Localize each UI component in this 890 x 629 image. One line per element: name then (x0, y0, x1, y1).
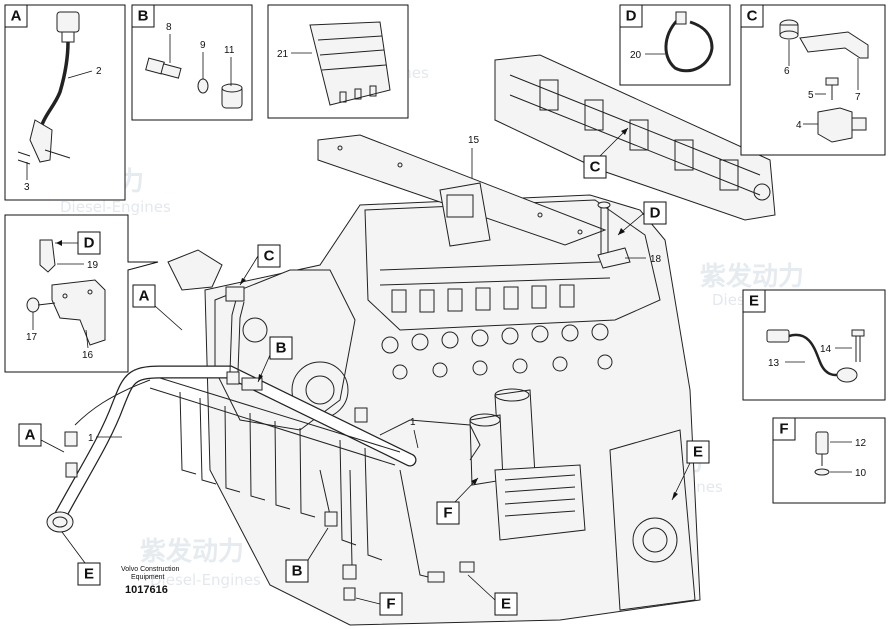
inset-a: A 2 3 (4, 4, 126, 201)
doc-credit: Volvo Construction Equipment 1017616 (121, 566, 179, 596)
svg-text:E: E (693, 444, 703, 461)
inset-b: B 8 9 11 (131, 4, 253, 121)
label-5: 5 (808, 90, 814, 101)
inset-f: F 12 10 (772, 417, 886, 504)
callout-f-main: F (436, 477, 479, 525)
label-7: 7 (855, 92, 861, 103)
intake-manifold (494, 54, 776, 221)
svg-text:B: B (276, 340, 287, 357)
inset-f-letter: F (779, 421, 788, 438)
callout-a-left: A (18, 423, 65, 453)
svg-text:Diesel-Engines: Diesel-Engines (150, 571, 261, 589)
svg-text:Diesel-Engines: Diesel-Engines (60, 198, 171, 216)
inset-b-letter: B (138, 8, 149, 25)
label-8: 8 (166, 22, 172, 33)
callout-e-bottom: E (467, 574, 518, 616)
label-16: 16 (82, 350, 94, 361)
label-4: 4 (796, 120, 802, 131)
label-13: 13 (768, 358, 780, 369)
inset-a-letter: A (11, 8, 22, 25)
bolt-18 (597, 201, 631, 269)
inset-d: D 20 (619, 4, 731, 86)
label-15: 15 (468, 135, 480, 146)
inset-c-letter: C (747, 8, 758, 25)
callout-f-bottom: F (355, 592, 403, 616)
label-14: 14 (820, 344, 832, 355)
cover-plate-15 (317, 134, 607, 247)
svg-text:紫发动力: 紫发动力 (700, 261, 804, 292)
svg-text:A: A (25, 427, 36, 444)
label-3: 3 (24, 182, 30, 193)
inset-21: 21 (267, 4, 409, 119)
callout-a-main: A (132, 284, 183, 331)
callout-d-main: D (617, 201, 667, 236)
svg-text:E: E (501, 596, 511, 613)
label-12: 12 (855, 438, 867, 449)
callout-c-main: C (583, 127, 629, 179)
svg-text:紫发动力: 紫发动力 (140, 536, 244, 567)
svg-text:A: A (139, 288, 150, 305)
bracket-letter-d: D (84, 235, 95, 252)
label-1-mid: 1 (410, 417, 416, 428)
callout-c-connector: C (239, 244, 281, 286)
label-10: 10 (855, 468, 867, 479)
leader-1-mid (413, 429, 419, 449)
label-9: 9 (200, 40, 206, 51)
label-6: 6 (784, 66, 790, 77)
svg-text:F: F (443, 505, 452, 522)
label-21: 21 (277, 49, 289, 60)
label-17: 17 (26, 332, 38, 343)
svg-text:C: C (590, 159, 601, 176)
label-20: 20 (630, 50, 642, 61)
label-1-left: 1 (88, 433, 94, 444)
label-19: 19 (87, 260, 99, 271)
svg-text:B: B (292, 563, 303, 580)
label-11: 11 (224, 45, 235, 56)
label-2: 2 (96, 66, 102, 77)
svg-text:D: D (650, 205, 661, 222)
callout-e-right: E (671, 440, 710, 501)
doc-number: 1017616 (125, 584, 168, 596)
inset-bracket: D 19 17 16 (4, 214, 159, 373)
svg-text:E: E (84, 566, 94, 583)
label-18: 18 (650, 254, 662, 265)
callout-b-main: B (257, 336, 293, 383)
callout-b-bottom: B (285, 527, 329, 583)
svg-text:Equipment: Equipment (131, 574, 165, 581)
inset-c: C 6 7 5 4 (740, 4, 886, 156)
inset-e: E 14 13 (742, 289, 886, 401)
svg-text:C: C (264, 248, 275, 265)
gasket (167, 249, 223, 291)
harness-connectors (46, 286, 475, 601)
callout-e-left: E (61, 531, 101, 586)
svg-text:F: F (386, 596, 395, 613)
inset-e-letter: E (749, 293, 759, 310)
svg-text:Volvo Construction: Volvo Construction (121, 566, 179, 573)
inset-d-letter: D (626, 8, 637, 25)
